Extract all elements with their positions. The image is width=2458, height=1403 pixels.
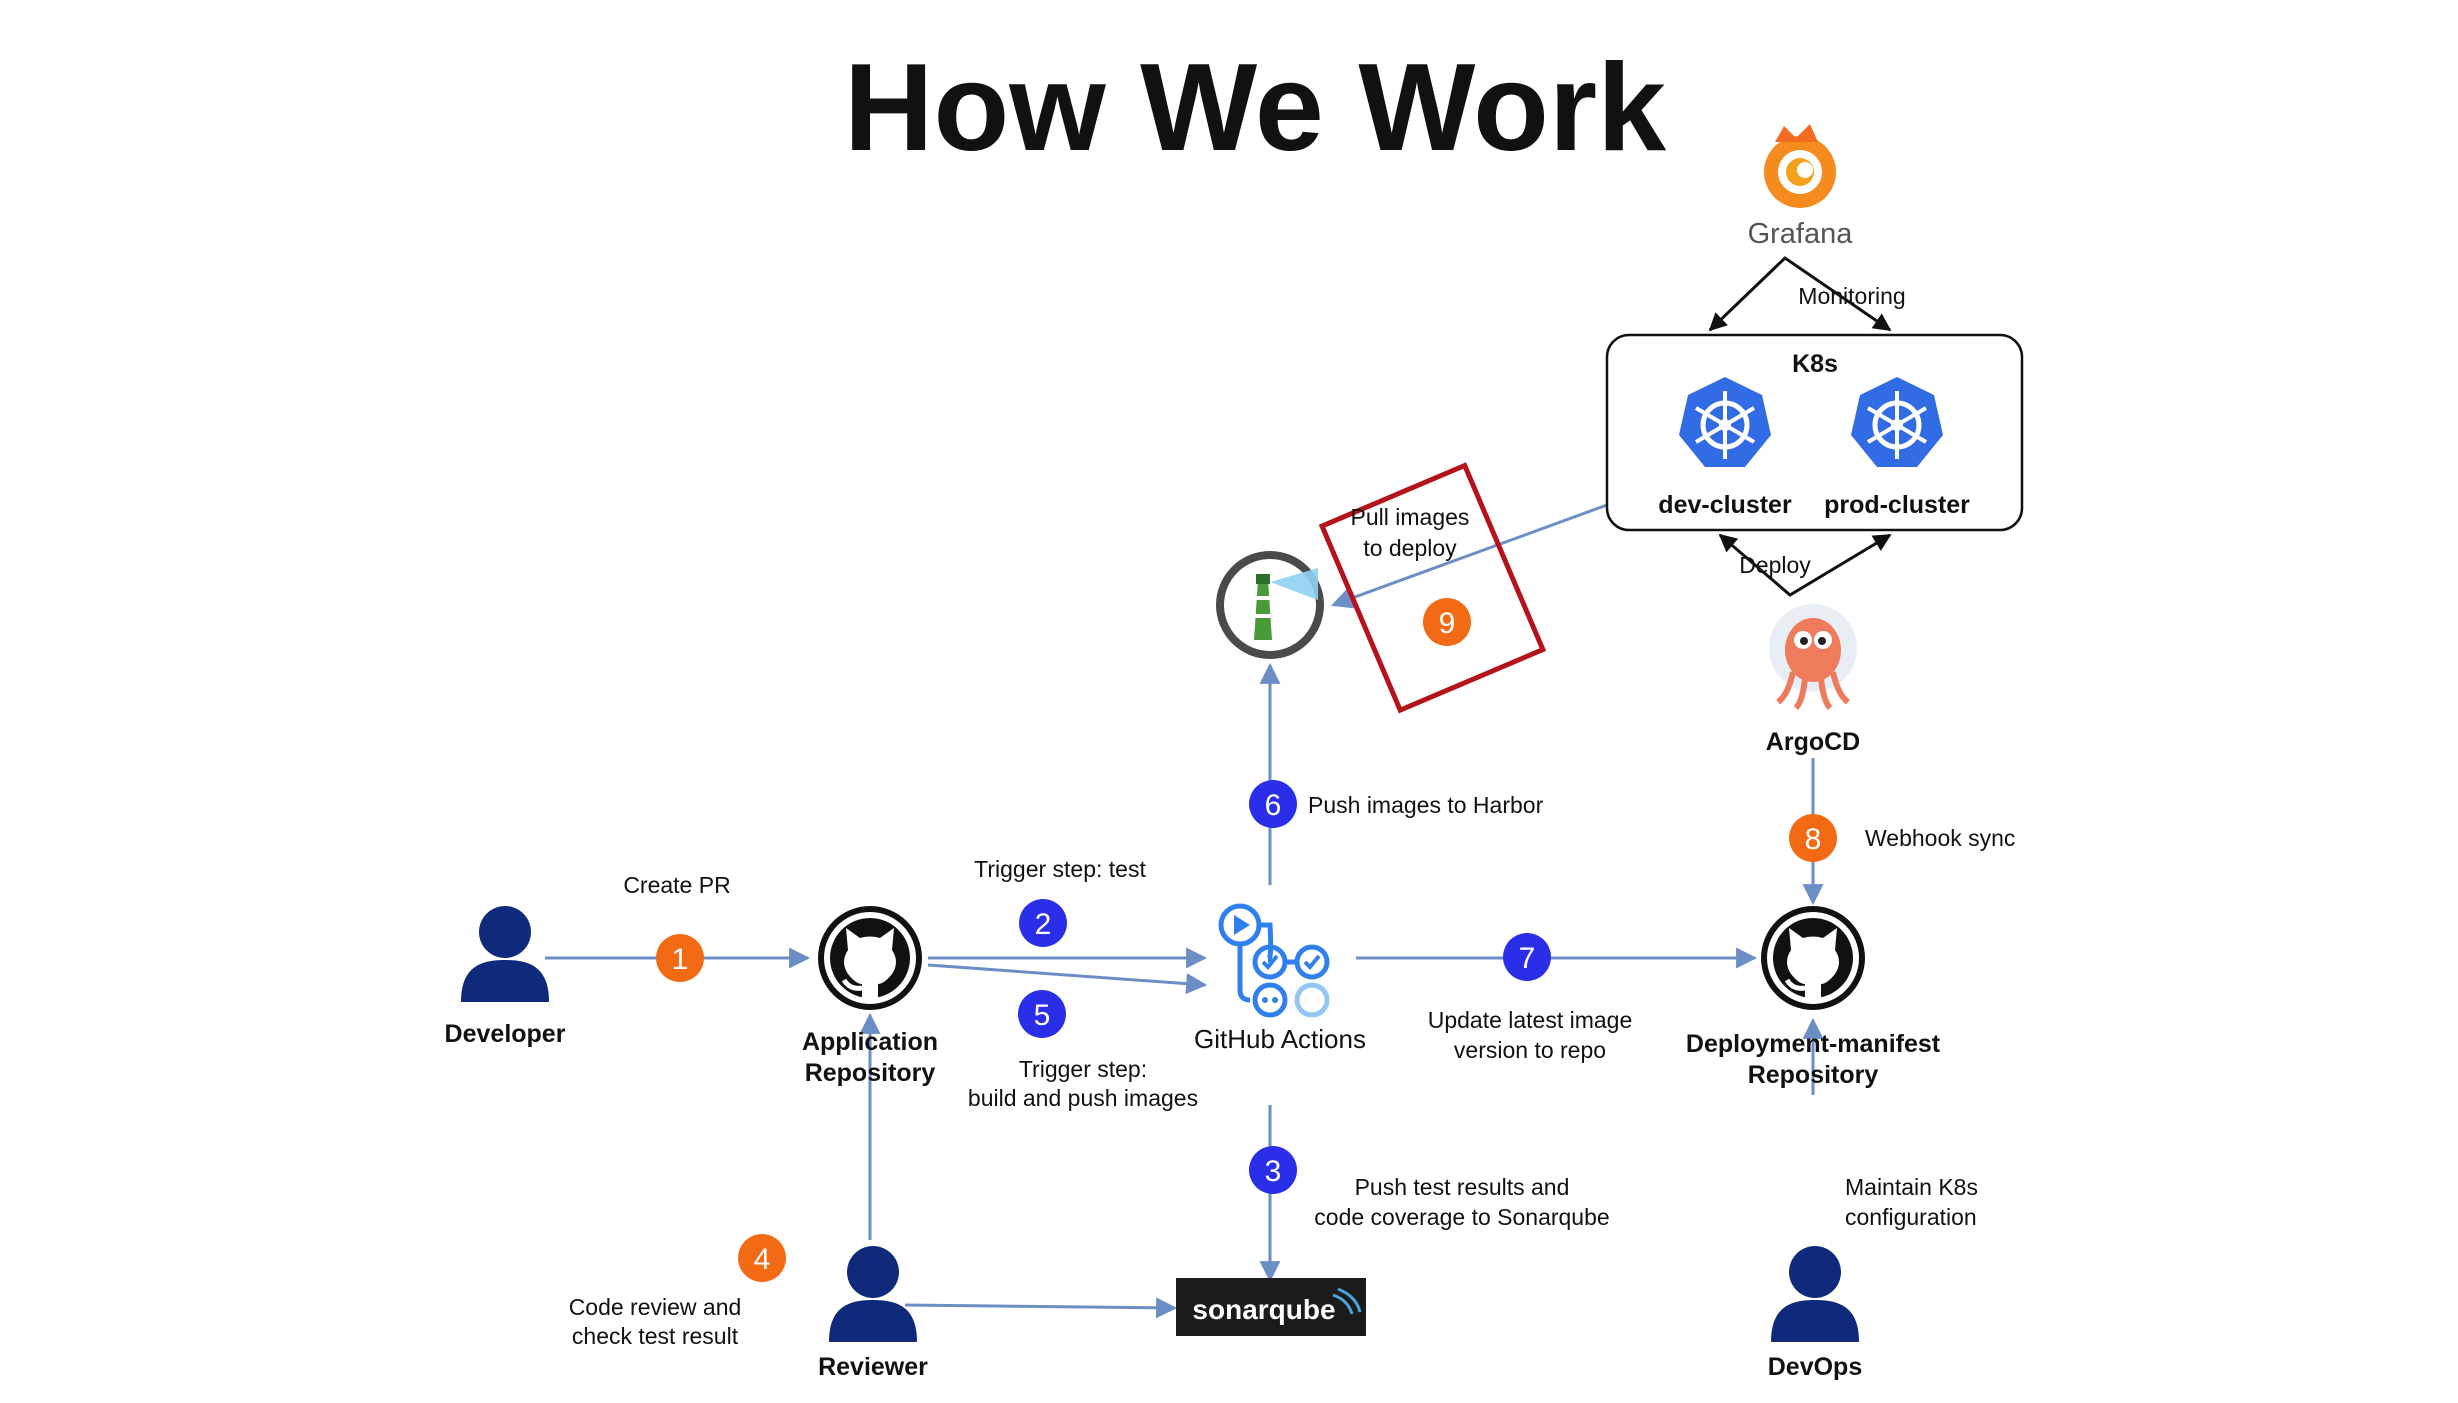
svg-text:3: 3 bbox=[1265, 1155, 1282, 1188]
github-icon bbox=[818, 906, 922, 1010]
deploy-label: Deploy bbox=[1739, 552, 1811, 578]
person-icon bbox=[1771, 1246, 1859, 1342]
k8s-box bbox=[1605, 333, 2024, 532]
svg-text:8: 8 bbox=[1805, 823, 1822, 856]
step-9-highlight-box bbox=[1318, 462, 1547, 714]
step-6-label: Push images to Harbor bbox=[1308, 792, 1544, 818]
argocd-octopus-icon bbox=[1769, 604, 1857, 710]
step-4-badge: 4 bbox=[738, 1234, 786, 1282]
svg-text:2: 2 bbox=[1035, 908, 1052, 941]
k8s-cluster-group: K8s dev-cluster prod-cluster bbox=[1605, 333, 2024, 532]
grafana-node: Grafana bbox=[1748, 124, 1854, 250]
svg-text:7: 7 bbox=[1519, 942, 1536, 975]
svg-text:5: 5 bbox=[1034, 999, 1051, 1032]
step-2-label: Trigger step: test bbox=[974, 856, 1146, 882]
sonarqube-logo bbox=[1176, 1278, 1366, 1336]
k8s-label: K8s bbox=[1792, 350, 1838, 378]
black-arrows bbox=[1708, 256, 1892, 597]
github-actions-node: GitHub Actions bbox=[1194, 903, 1366, 1054]
sonarqube-label: sonarqube bbox=[1192, 1294, 1335, 1325]
grafana-label: Grafana bbox=[1748, 218, 1854, 250]
step-8-label: Webhook sync bbox=[1865, 825, 2015, 851]
maintain-label-line1: Maintain K8s bbox=[1845, 1174, 1978, 1200]
step-5-badge: 5 bbox=[1018, 990, 1066, 1038]
step-1-label: Create PR bbox=[623, 872, 730, 898]
deployment-manifest-repository-node: Deployment-manifest Repository bbox=[1686, 906, 1941, 1089]
prod-cluster-label: prod-cluster bbox=[1824, 491, 1970, 519]
sonarqube-node: sonarqube bbox=[1176, 1278, 1366, 1336]
svg-text:1: 1 bbox=[672, 943, 689, 976]
github-icon bbox=[1761, 906, 1865, 1010]
page-title: How We Work bbox=[844, 39, 1667, 177]
step-5-label-line2: build and push images bbox=[968, 1085, 1198, 1111]
application-repository-node: Application Repository bbox=[802, 906, 938, 1087]
step-1-badge: 1 bbox=[656, 934, 704, 982]
step-9-group bbox=[1318, 462, 1547, 714]
harbor-node bbox=[1216, 551, 1324, 659]
step-8-badge: 8 bbox=[1789, 814, 1837, 862]
argocd-label: ArgoCD bbox=[1766, 728, 1860, 756]
step-7-label-line2: version to repo bbox=[1454, 1037, 1606, 1063]
step-2-badge: 2 bbox=[1019, 899, 1067, 947]
app-repo-label-line1: Application bbox=[802, 1028, 938, 1056]
step-3-badge: 3 bbox=[1249, 1146, 1297, 1194]
svg-text:6: 6 bbox=[1265, 789, 1282, 822]
reviewer-node: Reviewer bbox=[818, 1246, 928, 1381]
argocd-node: ArgoCD bbox=[1766, 604, 1860, 756]
github-actions-icon bbox=[1218, 903, 1330, 1018]
person-icon bbox=[829, 1246, 917, 1342]
step-7-label-line1: Update latest image bbox=[1428, 1007, 1633, 1033]
reviewer-label: Reviewer bbox=[818, 1353, 928, 1381]
developer-node: Developer bbox=[445, 906, 566, 1048]
github-actions-label: GitHub Actions bbox=[1194, 1024, 1366, 1054]
step-3-label-line2: code coverage to Sonarqube bbox=[1314, 1204, 1609, 1230]
maintain-label-line2: configuration bbox=[1845, 1204, 1977, 1230]
person-icon bbox=[461, 906, 549, 1002]
deploy-repo-label-line2: Repository bbox=[1748, 1061, 1879, 1089]
step-4-label-line2: check test result bbox=[572, 1323, 739, 1349]
monitoring-label: Monitoring bbox=[1798, 283, 1905, 309]
step-4-label-line1: Code review and bbox=[569, 1294, 742, 1320]
step-5-label-line1: Trigger step: bbox=[1019, 1056, 1147, 1082]
svg-text:9: 9 bbox=[1439, 607, 1456, 640]
step-3-label-line1: Push test results and bbox=[1355, 1174, 1570, 1200]
devops-label: DevOps bbox=[1768, 1353, 1862, 1381]
dev-cluster-label: dev-cluster bbox=[1658, 491, 1792, 519]
step-badges: 1 2 3 4 5 6 7 8 9 bbox=[656, 598, 1837, 1282]
step-6-badge: 6 bbox=[1249, 780, 1297, 828]
step-9-badge: 9 bbox=[1423, 598, 1471, 646]
harbor-lighthouse-icon bbox=[1216, 551, 1324, 659]
connectors bbox=[545, 503, 1824, 1319]
devops-node: DevOps bbox=[1768, 1246, 1862, 1381]
step-7-badge: 7 bbox=[1503, 933, 1551, 981]
step-9-label-line1: Pull images bbox=[1351, 504, 1470, 530]
deploy-repo-label-line1: Deployment-manifest bbox=[1686, 1030, 1941, 1058]
grafana-logo bbox=[1764, 124, 1836, 208]
app-repo-label-line2: Repository bbox=[805, 1059, 936, 1087]
svg-text:4: 4 bbox=[754, 1243, 771, 1276]
developer-label: Developer bbox=[445, 1020, 566, 1048]
step-9-label-line2: to deploy bbox=[1363, 535, 1457, 561]
